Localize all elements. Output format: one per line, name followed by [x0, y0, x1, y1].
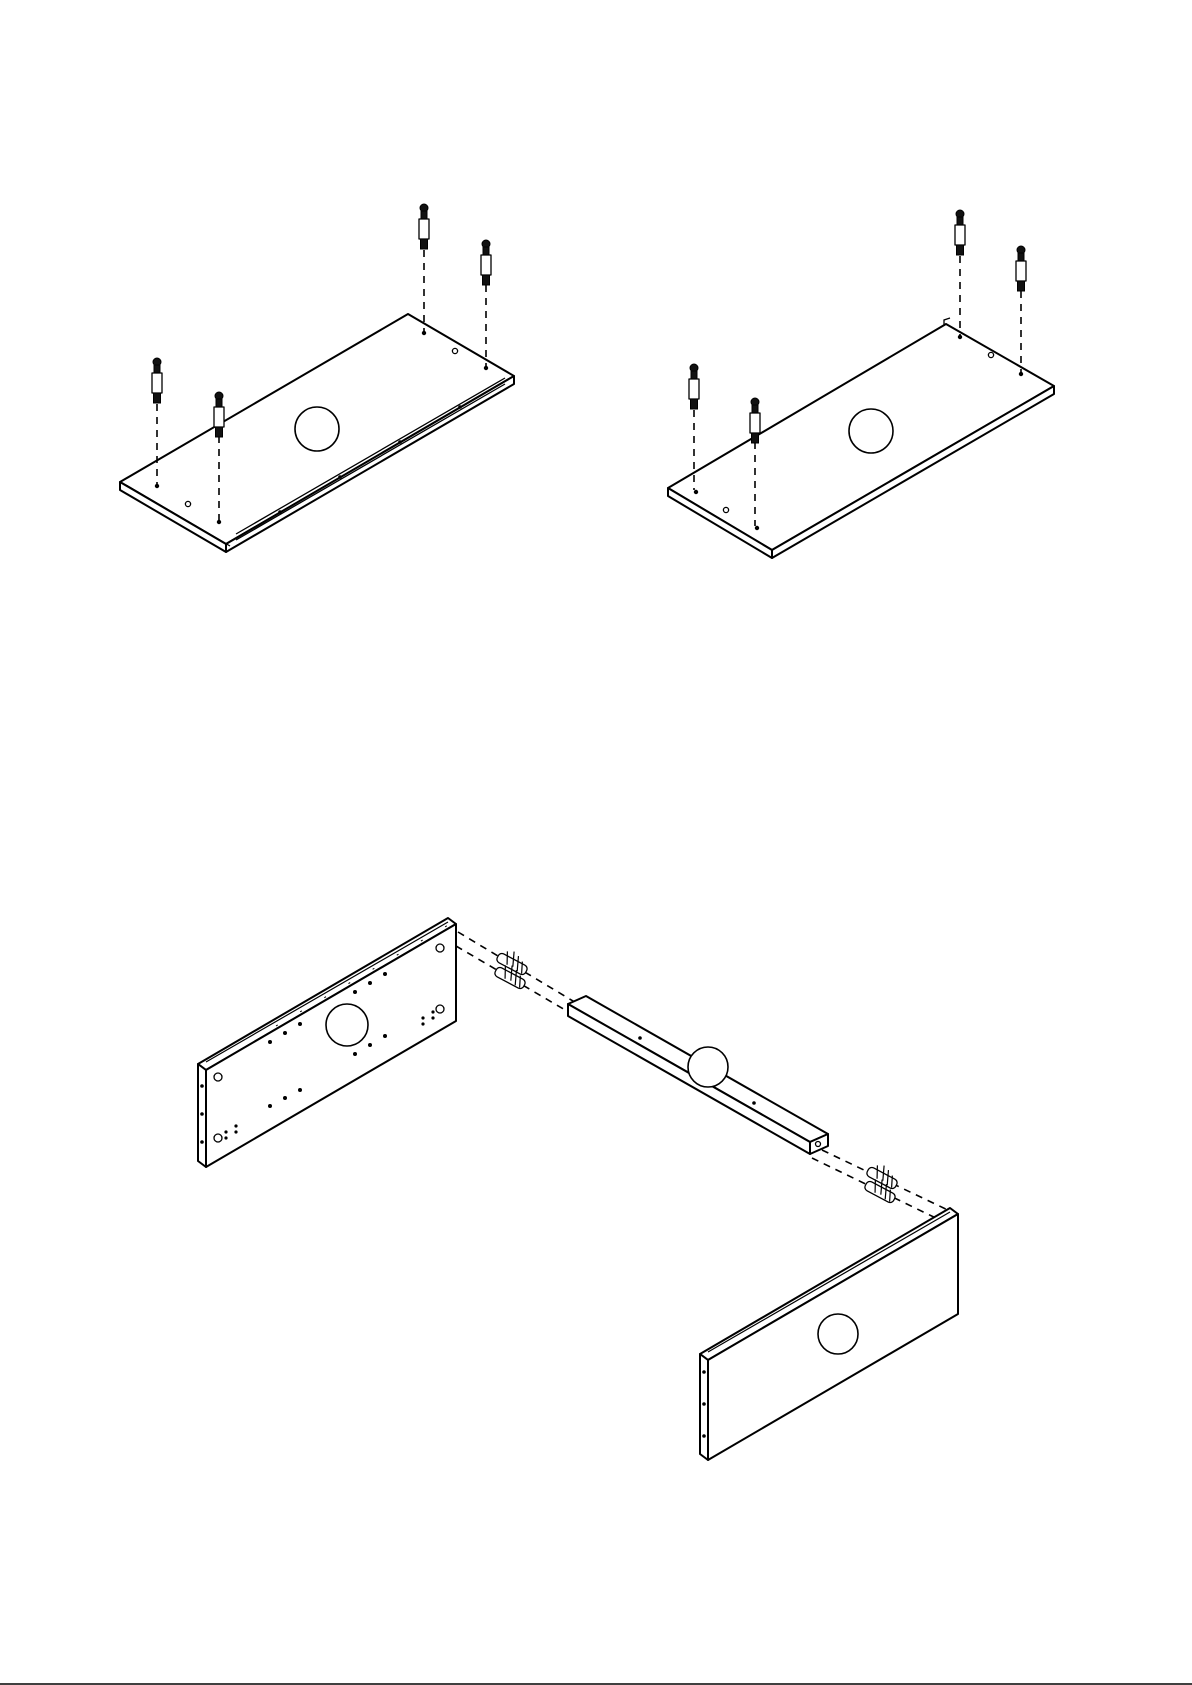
upper-right-panel — [668, 210, 1054, 558]
cam-bolt-icon — [152, 358, 162, 403]
lower-frame — [198, 918, 958, 1460]
part-label-circle — [295, 407, 339, 451]
rail-side-face — [568, 1004, 810, 1154]
part-label-circle — [818, 1314, 858, 1354]
part-label-circle — [849, 409, 893, 453]
cam-bolt-icon — [750, 398, 760, 443]
cam-bolt-icon — [481, 240, 491, 285]
upper-left-panel — [120, 204, 514, 552]
side-panel-front-edge — [700, 1354, 708, 1460]
cam-bolt-icon — [955, 210, 965, 255]
part-label-circle — [326, 1004, 368, 1046]
cam-bolt-icon — [419, 204, 429, 249]
cam-bolt-icon — [1016, 246, 1026, 291]
cam-bolt-icon — [689, 364, 699, 409]
part-label-circle — [688, 1047, 728, 1087]
cam-bolt-icon — [214, 392, 224, 437]
